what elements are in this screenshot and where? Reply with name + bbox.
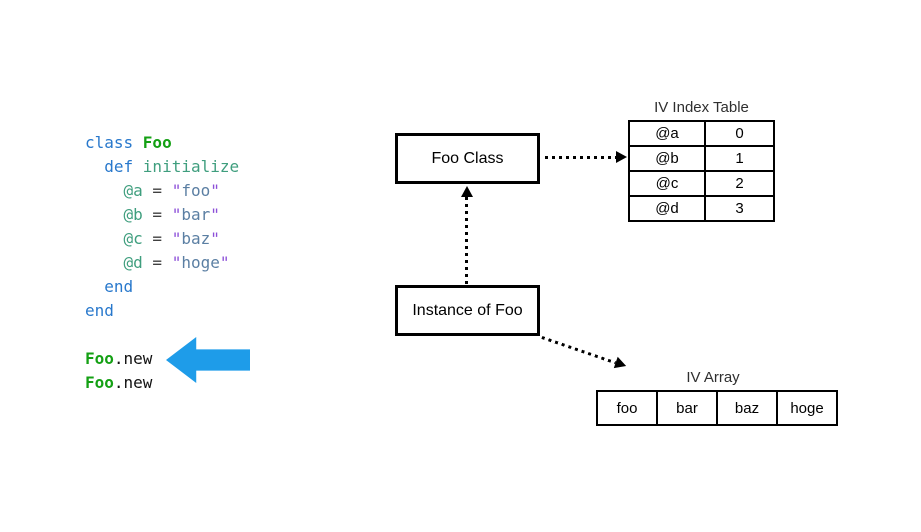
dotted-arrow-instance-to-class [460, 186, 473, 285]
code-line: Foo.new [85, 347, 239, 371]
code-token: .new [113, 373, 153, 392]
code-token: " [219, 253, 230, 272]
dotted-line [545, 155, 616, 159]
code-block: class Foo def initialize @a = "foo" @b =… [85, 131, 239, 395]
code-token [85, 229, 124, 248]
code-token: Foo [85, 373, 114, 392]
code-token: = [142, 229, 172, 248]
code-token: bar [181, 205, 211, 224]
iv-index-table-title: IV Index Table [654, 99, 749, 116]
code-token: = [142, 181, 172, 200]
code-token: @a [123, 181, 143, 200]
code-token: " [210, 205, 220, 224]
code-token [85, 157, 104, 176]
code-token: def [104, 157, 143, 176]
instance-box-label: Instance of Foo [412, 301, 523, 319]
table-cell: @c [628, 170, 706, 197]
code-token: " [171, 181, 182, 200]
code-token: " [171, 253, 182, 272]
table-cell: 2 [704, 170, 775, 197]
code-token: @d [123, 253, 143, 272]
code-line [85, 323, 239, 347]
array-cell: baz [716, 390, 778, 426]
code-token: " [171, 229, 182, 248]
table-cell: 0 [704, 120, 775, 147]
foo-class-box-label: Foo Class [431, 149, 504, 167]
code-token: @b [123, 205, 143, 224]
array-cell: hoge [776, 390, 838, 426]
dotted-line [465, 197, 468, 285]
array-cell: foo [596, 390, 658, 426]
table-cell: @b [628, 145, 706, 172]
table-cell: @a [628, 120, 706, 147]
code-token: hoge [181, 253, 220, 272]
code-line: @b = "bar" [85, 203, 239, 227]
code-token: .new [113, 349, 153, 368]
code-token: @c [123, 229, 143, 248]
code-token [85, 253, 124, 272]
code-line: @d = "hoge" [85, 251, 239, 275]
code-line: class Foo [85, 131, 239, 155]
code-token: Foo [85, 349, 114, 368]
arrowhead-up-icon [460, 186, 473, 197]
code-token: Foo [142, 133, 172, 152]
dotted-arrow-class-to-index-table [545, 151, 627, 163]
dotted-arrow-instance-to-iv-array [540, 331, 629, 372]
code-line: @a = "foo" [85, 179, 239, 203]
code-token: " [171, 205, 182, 224]
code-token [85, 181, 124, 200]
code-token [85, 205, 124, 224]
code-token: foo [181, 181, 211, 200]
dotted-line [541, 335, 617, 364]
code-token: = [142, 253, 172, 272]
code-token: initialize [142, 157, 240, 176]
table-cell: 3 [704, 195, 775, 222]
code-token: " [210, 181, 220, 200]
code-line: Foo.new [85, 371, 239, 395]
iv-array-title: IV Array [686, 369, 740, 386]
code-token: end [85, 277, 134, 296]
code-line: end [85, 299, 239, 323]
foo-class-box: Foo Class [395, 133, 540, 184]
instance-of-foo-box: Instance of Foo [395, 285, 540, 336]
code-token: class [85, 133, 143, 152]
code-token: = [142, 205, 172, 224]
code-line: @c = "baz" [85, 227, 239, 251]
code-line: def initialize [85, 155, 239, 179]
code-token: baz [181, 229, 211, 248]
table-cell: 1 [704, 145, 775, 172]
table-cell: @d [628, 195, 706, 222]
arrowhead-right-icon [616, 151, 627, 163]
code-line: end [85, 275, 239, 299]
code-token: end [85, 301, 114, 320]
code-token: " [210, 229, 220, 248]
array-cell: bar [656, 390, 718, 426]
